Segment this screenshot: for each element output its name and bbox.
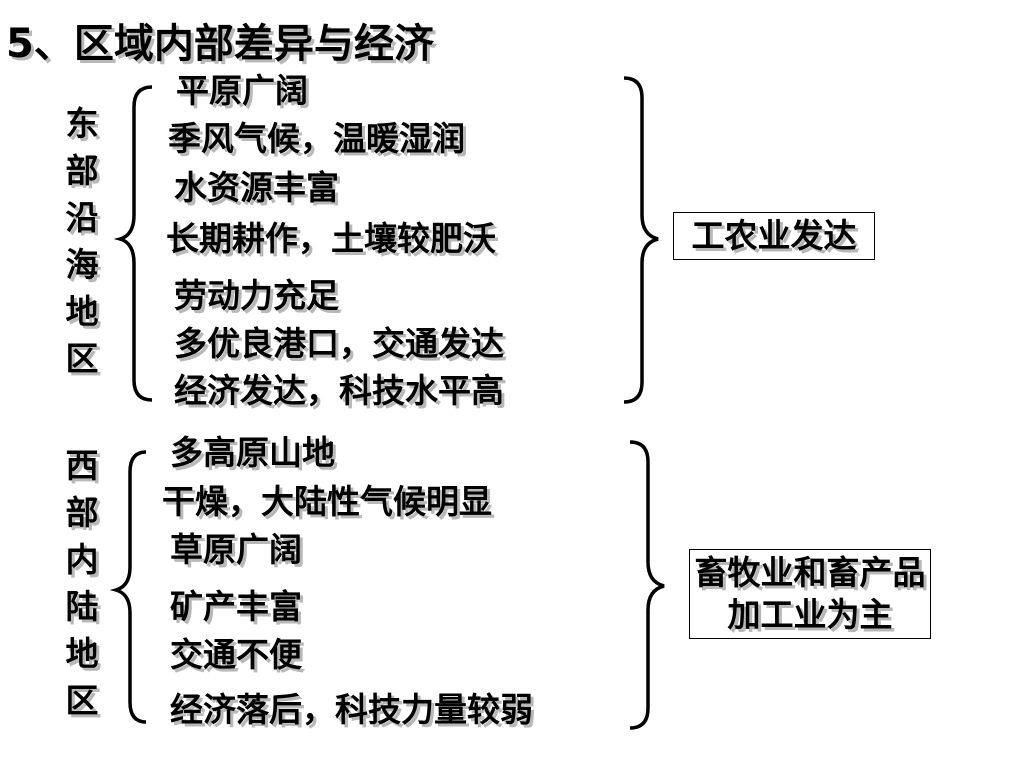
west-factor-3: 草原广阔 [170, 530, 302, 569]
region-label-west: 西部内陆地区 [65, 446, 99, 720]
east-factor-7: 经济发达，科技水平高 [174, 371, 504, 410]
west-factor-1: 多高原山地 [170, 433, 335, 472]
slide-title: 5、区域内部差异与经济 [6, 21, 434, 67]
right-brace-east [623, 76, 659, 404]
left-brace-west [109, 450, 147, 724]
east-factor-2: 季风气候，温暖湿润 [168, 119, 465, 158]
east-factor-4: 长期耕作，土壤较肥沃 [166, 219, 496, 258]
region-label-east: 东部沿海地区 [65, 104, 99, 378]
result-box-east: 工农业发达 [673, 212, 875, 260]
west-factor-2: 干燥，大陆性气候明显 [162, 482, 492, 521]
result-box-west: 畜牧业和畜产品加工业为主 [689, 549, 931, 639]
east-factor-6: 多优良港口，交通发达 [174, 324, 504, 363]
east-factor-1: 平原广阔 [176, 71, 308, 110]
west-factor-5: 交通不便 [170, 635, 302, 674]
right-brace-west [629, 440, 665, 730]
east-factor-5: 劳动力充足 [174, 276, 339, 315]
west-factor-4: 矿产丰富 [170, 587, 302, 626]
left-brace-east [113, 85, 153, 402]
east-factor-3: 水资源丰富 [174, 168, 339, 207]
west-factor-6: 经济落后，科技力量较弱 [170, 690, 533, 729]
